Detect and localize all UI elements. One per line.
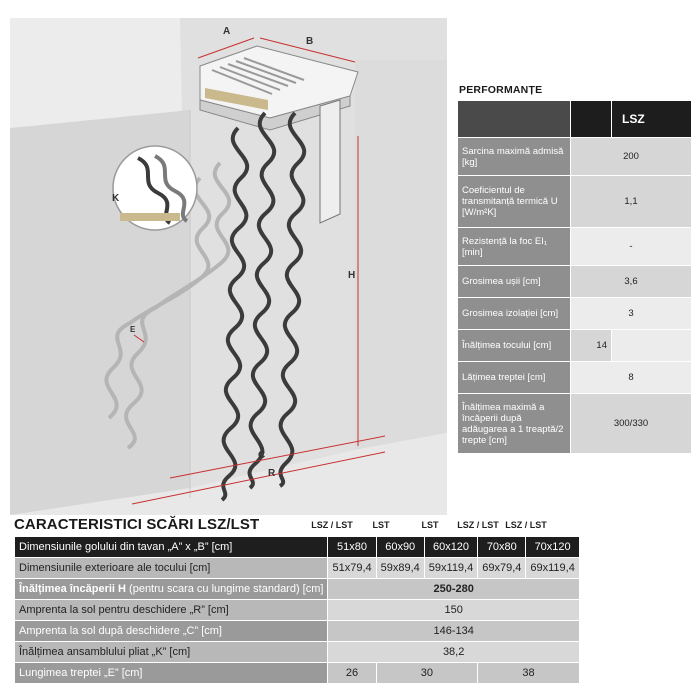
column-header: LST bbox=[372, 520, 390, 530]
dim-label-r: R bbox=[268, 468, 276, 479]
column-header: LST bbox=[421, 520, 439, 530]
cell-value: 69x119,4 bbox=[525, 557, 580, 579]
row-label: Dimensiunile golului din tavan „A” x „B”… bbox=[13, 536, 329, 558]
cell-value: 59x89,4 bbox=[375, 557, 425, 579]
dim-label-k: K bbox=[112, 193, 120, 204]
dim-label-c: C bbox=[258, 450, 265, 461]
dim-label-b: B bbox=[306, 36, 313, 47]
row-label-bold: Înălțimea încăperii H bbox=[19, 583, 126, 595]
cell-value: 150 bbox=[327, 599, 580, 621]
performance-value: 8 bbox=[570, 361, 692, 394]
performance-value: - bbox=[570, 227, 692, 266]
characteristics-row: Înălțimea ansamblului pliat „K” [cm] 38,… bbox=[13, 641, 580, 663]
row-label: Înălțimea ansamblului pliat „K” [cm] bbox=[13, 641, 329, 663]
performance-row: Sarcina maximă admisă [kg] 200 bbox=[457, 137, 692, 176]
performance-label: Grosimea ușii [cm] bbox=[457, 265, 571, 298]
dim-label-e: E bbox=[130, 325, 136, 334]
performance-label: Grosimea izolației [cm] bbox=[457, 297, 571, 330]
performance-header-row: LSZ bbox=[457, 100, 692, 138]
characteristics-row: Înălțimea încăperii H (pentru scara cu l… bbox=[13, 578, 580, 600]
performance-label: Înălțimea maximă a încăperii după adăuga… bbox=[457, 393, 571, 454]
row-label: Amprenta la sol după deschidere „C” [cm] bbox=[13, 620, 329, 642]
performance-label: Sarcina maximă admisă [kg] bbox=[457, 137, 571, 176]
performance-label: Coeficientul de transmitanță termică U [… bbox=[457, 175, 571, 228]
performance-table: LSZ Sarcina maximă admisă [kg] 200 Coefi… bbox=[457, 100, 692, 454]
column-header: LSZ / LST bbox=[311, 520, 353, 530]
cell-value: 38,2 bbox=[327, 641, 580, 663]
performance-value: 300/330 bbox=[570, 393, 692, 454]
performance-row: Grosimea ușii [cm] 3,6 bbox=[457, 265, 692, 298]
ladder-folded-ghost bbox=[104, 161, 232, 450]
performance-header-blank bbox=[457, 100, 571, 138]
cell-value: 60x120 bbox=[423, 536, 479, 558]
performance-label: Înălțimea tocului [cm] bbox=[457, 329, 571, 362]
performance-label: Lățimea treptei [cm] bbox=[457, 361, 571, 394]
cell-value: 59x119,4 bbox=[423, 557, 479, 579]
ladder-illustration: A B K E H C R bbox=[10, 18, 447, 515]
ladder-pantograph bbox=[220, 111, 307, 502]
row-label: Dimensiunile exterioare ale tocului [cm] bbox=[13, 557, 329, 579]
performance-value-empty bbox=[611, 329, 692, 362]
cell-value: 70x120 bbox=[525, 536, 580, 558]
cell-value: 30 bbox=[375, 662, 479, 684]
row-label: Înălțimea încăperii H (pentru scara cu l… bbox=[13, 578, 329, 600]
performance-value: 14 bbox=[570, 329, 612, 362]
characteristics-row: Dimensiunile golului din tavan „A” x „B”… bbox=[13, 536, 580, 558]
characteristics-row: Amprenta la sol după deschidere „C” [cm]… bbox=[13, 620, 580, 642]
performance-row: Înălțimea tocului [cm] 14 bbox=[457, 329, 692, 362]
cell-value: 51x80 bbox=[327, 536, 377, 558]
column-header: LSZ / LST bbox=[505, 520, 547, 530]
cell-value: 69x79,4 bbox=[477, 557, 527, 579]
cell-value: 146-134 bbox=[327, 620, 580, 642]
performance-row: Rezistență la foc EI₁ [min] - bbox=[457, 227, 692, 266]
performance-value: 200 bbox=[570, 137, 692, 176]
performance-header-gap bbox=[570, 100, 612, 138]
dim-label-a: A bbox=[223, 26, 230, 37]
characteristics-row: Dimensiunile exterioare ale tocului [cm]… bbox=[13, 557, 580, 579]
cell-value: 38 bbox=[477, 662, 580, 684]
performance-label: Rezistență la foc EI₁ [min] bbox=[457, 227, 571, 266]
performance-value: 3 bbox=[570, 297, 692, 330]
row-label: Lungimea treptei „E” [cm] bbox=[13, 662, 329, 684]
row-label: Amprenta la sol pentru deschidere „R” [c… bbox=[13, 599, 329, 621]
dimension-lines bbox=[121, 37, 386, 505]
characteristics-title: CARACTERISTICI SCĂRI LSZ/LST bbox=[14, 516, 260, 533]
cell-value: 51x79,4 bbox=[327, 557, 377, 579]
performance-row: Coeficientul de transmitanță termică U [… bbox=[457, 175, 692, 228]
performance-row: Grosimea izolației [cm] 3 bbox=[457, 297, 692, 330]
row-label-rest: (pentru scara cu lungime standard) [cm] bbox=[125, 583, 324, 595]
performance-row: Înălțimea maximă a încăperii după adăuga… bbox=[457, 393, 692, 454]
performance-header-lsz: LSZ bbox=[611, 100, 692, 138]
detail-callout bbox=[112, 145, 198, 231]
ceiling-hatch bbox=[199, 45, 359, 224]
cell-value: 60x90 bbox=[375, 536, 425, 558]
column-header: LSZ / LST bbox=[457, 520, 499, 530]
cell-value: 26 bbox=[327, 662, 377, 684]
performance-title: PERFORMANȚE bbox=[459, 84, 543, 96]
dim-label-h: H bbox=[348, 270, 355, 281]
cell-value: 70x80 bbox=[477, 536, 527, 558]
cell-value: 250-280 bbox=[327, 578, 580, 600]
characteristics-row: Lungimea treptei „E” [cm] 26 30 38 bbox=[13, 662, 580, 684]
characteristics-table: Dimensiunile golului din tavan „A” x „B”… bbox=[13, 536, 580, 684]
performance-value: 3,6 bbox=[570, 265, 692, 298]
performance-value: 1,1 bbox=[570, 175, 692, 228]
characteristics-row: Amprenta la sol pentru deschidere „R” [c… bbox=[13, 599, 580, 621]
performance-row: Lățimea treptei [cm] 8 bbox=[457, 361, 692, 394]
